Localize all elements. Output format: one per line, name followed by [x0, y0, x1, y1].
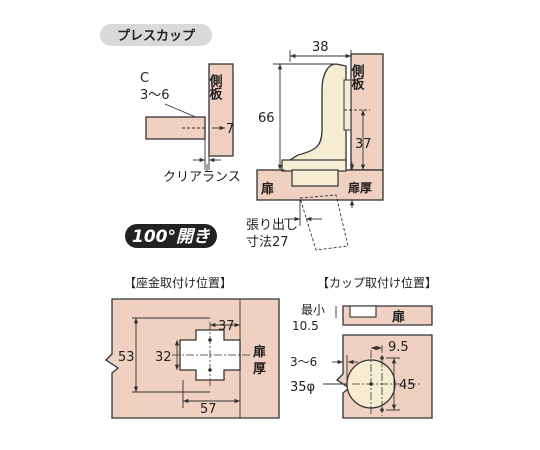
c-leader-line [164, 103, 199, 119]
side-board-label: 側板 [207, 73, 224, 101]
door-thickness-box [346, 176, 382, 197]
cup-range-label: 3〜6 [290, 355, 317, 369]
cup-diameter-label: 35φ [290, 380, 315, 395]
c-range-label: 3〜6 [140, 88, 170, 103]
dim-38-label: 38 [312, 40, 329, 55]
base-door-thickness-2: 厚 [253, 361, 266, 377]
dim-37-label: 37 [355, 137, 372, 152]
cup-door-label: 扉 [392, 309, 405, 325]
cup-min-label: 最小 [301, 303, 325, 317]
opening-label: 100°開き [132, 227, 211, 247]
base-dim-32-label: 32 [155, 350, 172, 365]
cup-min-value: 10.5 [292, 319, 319, 333]
cup-dim-45-label: 45 [399, 378, 416, 393]
opening-badge: 100°開き [125, 224, 217, 248]
cup-bore-section [349, 305, 377, 318]
hinge-section: 側板 扉 扉厚 38 66 37 張り出し [246, 40, 384, 251]
press-cup-title: プレスカップ [117, 29, 196, 44]
side-board-panel [208, 63, 234, 157]
right-side-board-label: 側板 [349, 63, 366, 91]
overhang-label-line1: 張り出し [246, 218, 298, 233]
hinge-cup [291, 169, 339, 187]
dim-7-label: 7 [226, 122, 234, 137]
press-cup-header: プレスカップ [100, 24, 212, 46]
base-dim-53-label: 53 [118, 350, 135, 365]
base-plate-position: 扉 厚 扉厚 37 53 32 57 [104, 298, 280, 419]
door-panel-section [145, 116, 206, 140]
cup-dim-9-5-label: 9.5 [388, 340, 409, 355]
base-position-title: 【座金取付け位置】 [124, 275, 232, 290]
cup-position-title: 【カップ取付け位置】 [317, 275, 437, 290]
door-label: 扉 [261, 181, 274, 197]
clearance-detail: C 3〜6 側板 7 クリアランス [140, 63, 241, 185]
cup-position: 扉 最小 10.5 3〜6 35φ 9.5 45 [290, 303, 433, 419]
door-thickness-label: 扉厚 [348, 180, 372, 195]
mounting-plate [343, 79, 352, 131]
base-screw-bottom [208, 368, 212, 372]
hinge-arm [279, 63, 347, 167]
base-screw-top [208, 338, 212, 342]
cup-screw-bottom [380, 408, 384, 412]
overhang-label-line2: 寸法27 [246, 235, 289, 250]
base-dim-37-label: 37 [218, 319, 235, 334]
c-label: C [140, 71, 149, 86]
cup-screw-top [380, 356, 384, 360]
dim-66-label: 66 [258, 111, 275, 126]
door-open-ghost [299, 194, 349, 251]
base-dim-57-label: 57 [200, 402, 217, 417]
clearance-label: クリアランス [163, 170, 241, 185]
hinge-cup-top [281, 159, 347, 172]
base-door-thickness-1: 扉 [253, 344, 266, 360]
